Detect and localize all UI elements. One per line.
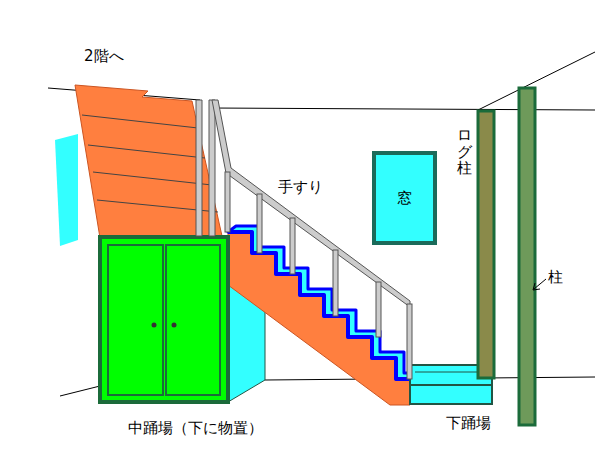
post-label: 柱 xyxy=(548,268,563,286)
handrail-label: 手すり xyxy=(278,178,323,196)
log-post-label: ログ柱 xyxy=(457,127,472,177)
lower-landing-label: 下踊場 xyxy=(446,414,491,432)
upstairs-label: 2階へ xyxy=(84,47,124,65)
window-text: 窓 xyxy=(397,189,412,208)
window-box: 窓 xyxy=(372,151,437,245)
middle-landing-label: 中踊場（下に物置） xyxy=(128,419,263,437)
